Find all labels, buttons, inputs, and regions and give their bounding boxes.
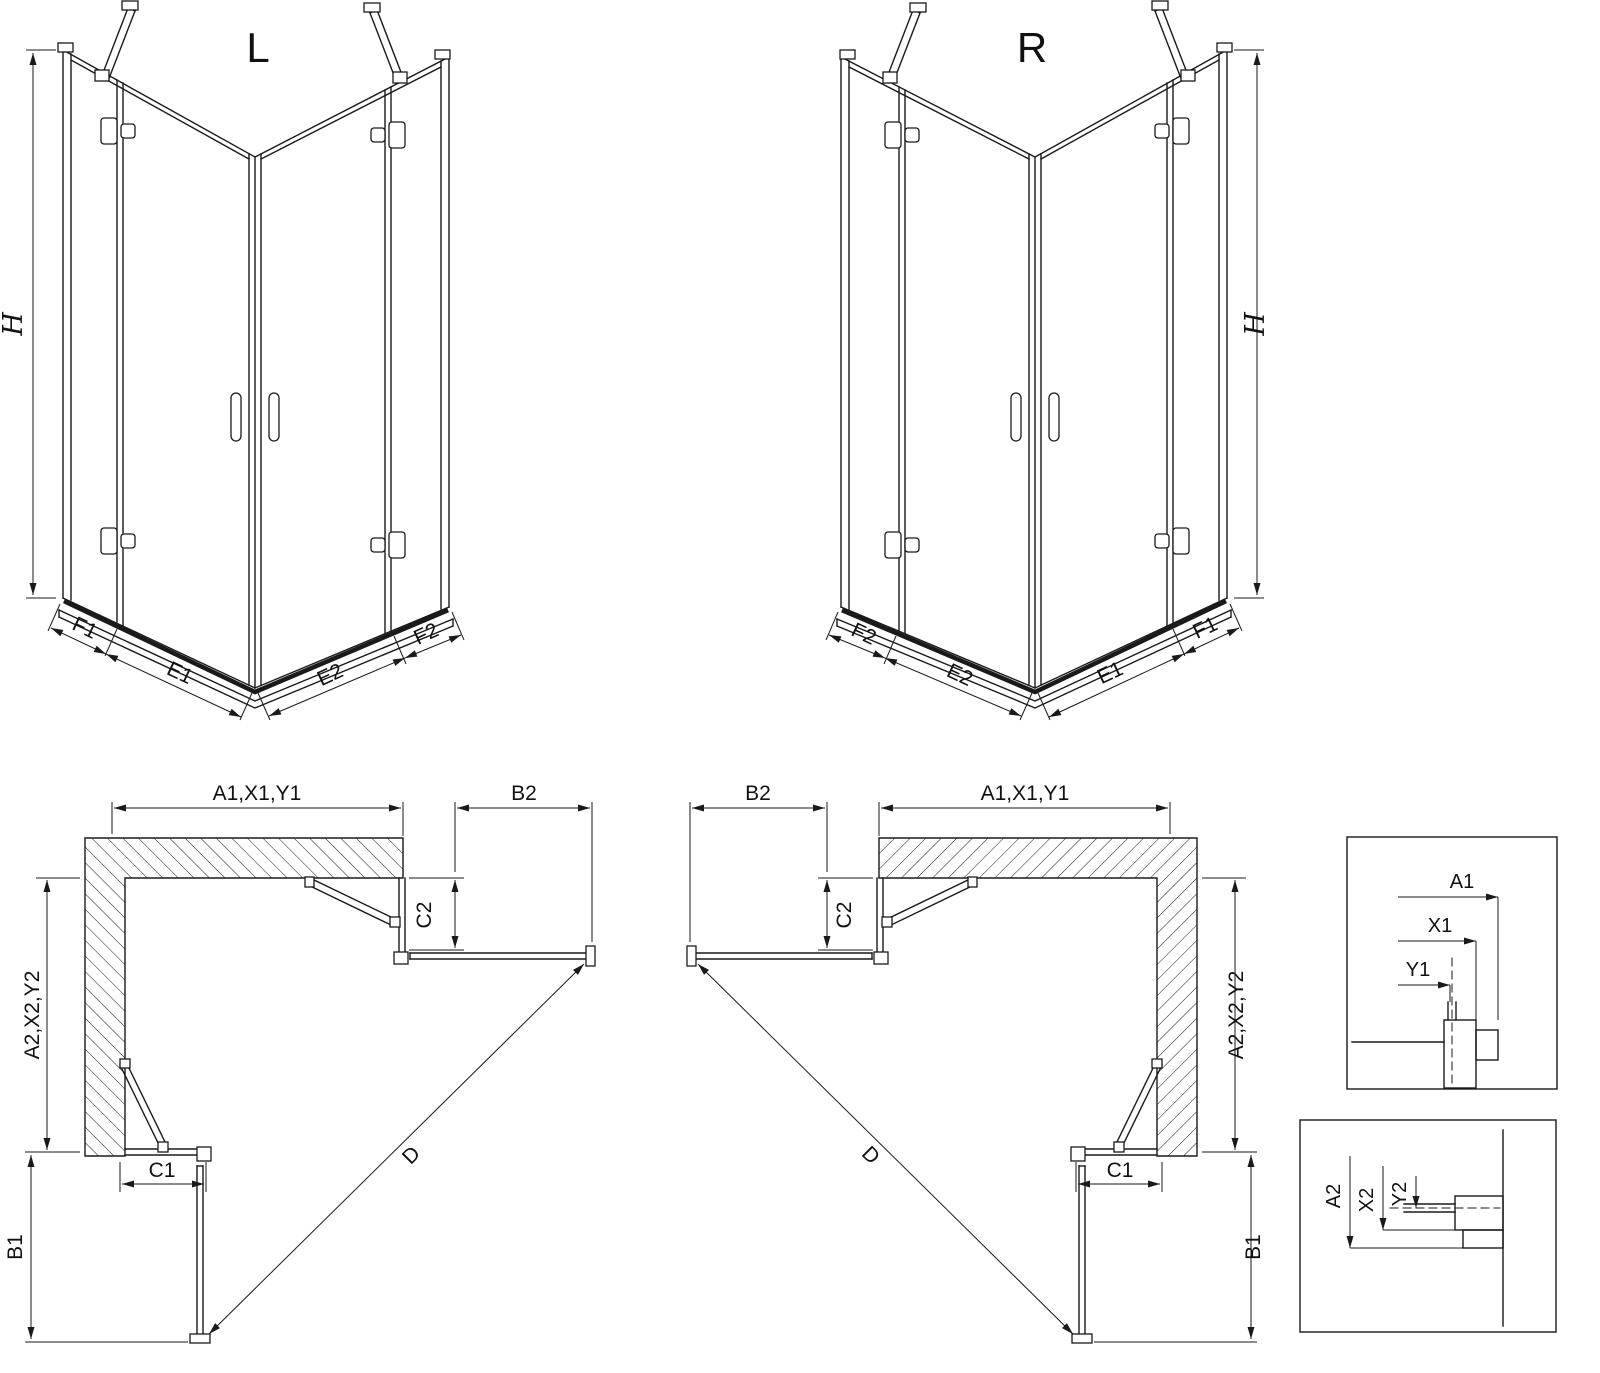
dim-label-x1-detail: X1	[1428, 915, 1452, 937]
dim-label-d-left: D	[398, 1142, 425, 1169]
dim-label-b1-left: B1	[4, 1234, 27, 1260]
dim-label-height-right: H	[1240, 312, 1271, 337]
dim-label-height-left: H	[0, 312, 29, 337]
dim-label-c2-left: C2	[413, 902, 436, 929]
dim-label-b2-left: B2	[511, 782, 537, 805]
dim-label-a1-detail: A1	[1450, 871, 1474, 893]
plan-left-view: A1,X1,Y1 B2 C2 A2,X2,Y2 C1 B1 D	[4, 782, 595, 1343]
dim-label-c1-left: C1	[149, 1159, 176, 1182]
dim-label-width-left: A1,X1,Y1	[213, 782, 302, 805]
detail-top-frame	[1346, 836, 1558, 1090]
dim-label-a2-detail: A2	[1323, 1184, 1345, 1208]
detail-bottom-frame	[1299, 1119, 1557, 1333]
detail-top-view: A1 X1 Y1	[1346, 836, 1558, 1090]
iso-left-view: L H F1 E1 E2 F2	[0, 1, 464, 720]
dim-label-x2-detail: X2	[1356, 1188, 1378, 1212]
dim-label-depth-right: A2,X2,Y2	[1225, 971, 1248, 1060]
plan-right-geometry	[687, 802, 1257, 1343]
dim-label-y2-detail: Y2	[1389, 1182, 1411, 1206]
dim-label-depth-left: A2,X2,Y2	[21, 971, 44, 1060]
view-label-left: L	[246, 24, 269, 71]
detail-top-profile	[1351, 957, 1499, 1089]
iso-right-view: R H F2 E2 E1 F1	[826, 1, 1271, 720]
view-label-right: R	[1017, 24, 1047, 71]
dim-label-c2-right: C2	[833, 902, 856, 929]
dim-label-y1-detail: Y1	[1406, 959, 1430, 981]
plan-left-geometry	[25, 802, 595, 1343]
dim-label-b2-right: B2	[745, 782, 771, 805]
iso-right-geometry	[826, 1, 1264, 720]
dim-label-b1-right: B1	[1242, 1234, 1265, 1260]
dim-label-c1-right: C1	[1107, 1159, 1134, 1182]
iso-left-geometry	[26, 1, 464, 720]
detail-bottom-dimension-lines	[1346, 1156, 1463, 1249]
dim-label-width-right: A1,X1,Y1	[981, 782, 1070, 805]
detail-bottom-profile	[1389, 1129, 1504, 1327]
detail-bottom-view: A2 X2 Y2	[1299, 1119, 1557, 1333]
dim-label-d-right: D	[857, 1142, 884, 1169]
detail-top-dimension-lines	[1398, 893, 1499, 1020]
plan-right-view: A1,X1,Y1 B2 C2 A2,X2,Y2 C1 B1 D	[687, 782, 1265, 1343]
